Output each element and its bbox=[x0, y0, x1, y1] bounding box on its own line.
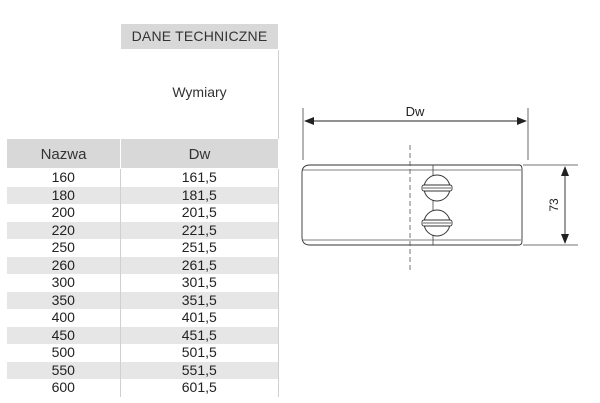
table-row: 450 451,5 bbox=[7, 326, 279, 344]
cell-dw: 501,5 bbox=[119, 344, 279, 362]
column-header-dw: Dw bbox=[121, 139, 278, 168]
cell-dw: 301,5 bbox=[119, 274, 279, 292]
cell-dw: 221,5 bbox=[119, 221, 279, 239]
cell-dw: 451,5 bbox=[119, 326, 279, 344]
cell-name: 200 bbox=[51, 204, 75, 220]
height-dimension-label: 73 bbox=[547, 198, 561, 212]
cell-dw: 181,5 bbox=[119, 186, 279, 204]
cell-dw: 261,5 bbox=[119, 256, 279, 274]
cell-dw: 401,5 bbox=[119, 309, 279, 327]
table-body: 160 161,5 180 181,5 200 201,5 220 221,5 250 251,5… bbox=[7, 169, 279, 397]
cell-name: 400 bbox=[51, 309, 75, 325]
table-row: 250 251,5 bbox=[7, 239, 279, 257]
dimensions-group-label: Wymiary bbox=[172, 84, 227, 100]
upper-screw-icon bbox=[421, 174, 453, 202]
dimensions-group-cell: Wymiary bbox=[121, 50, 279, 139]
cell-name: 450 bbox=[51, 326, 75, 343]
table-row: 200 201,5 bbox=[7, 204, 279, 222]
cell-name: 500 bbox=[51, 344, 75, 360]
table-row: 180 181,5 bbox=[7, 186, 279, 204]
table-row: 220 221,5 bbox=[7, 221, 279, 239]
connector-body bbox=[301, 164, 523, 246]
cell-name: 550 bbox=[51, 361, 75, 378]
cell-name: 600 bbox=[51, 379, 75, 395]
table-row: 550 551,5 bbox=[7, 361, 279, 379]
cell-dw: 161,5 bbox=[119, 169, 279, 187]
cell-dw: 601,5 bbox=[119, 379, 279, 397]
cell-name: 260 bbox=[51, 256, 75, 273]
section-title: DANE TECHNICZNE bbox=[121, 24, 278, 49]
technical-drawing: Dw 73 bbox=[301, 104, 578, 270]
table-row: 300 301,5 bbox=[7, 274, 279, 292]
cell-dw: 351,5 bbox=[119, 291, 279, 309]
table-row: 160 161,5 bbox=[7, 169, 279, 187]
table-row: 500 501,5 bbox=[7, 344, 279, 362]
cell-dw: 201,5 bbox=[119, 204, 279, 222]
table-row: 350 351,5 bbox=[7, 291, 279, 309]
cell-name: 250 bbox=[51, 239, 75, 255]
cell-name: 180 bbox=[51, 186, 75, 203]
cell-dw: 251,5 bbox=[119, 239, 279, 257]
table-row: 260 261,5 bbox=[7, 256, 279, 274]
table-row: 600 601,5 bbox=[7, 379, 279, 397]
cell-dw: 551,5 bbox=[119, 361, 279, 379]
column-header-name: Nazwa bbox=[7, 139, 120, 168]
table-row: 400 401,5 bbox=[7, 309, 279, 327]
cell-name: 220 bbox=[51, 221, 75, 238]
width-dimension-label: Dw bbox=[406, 104, 425, 119]
lower-screw-icon bbox=[421, 209, 453, 237]
cell-name: 160 bbox=[51, 169, 75, 185]
technical-data-table: DANE TECHNICZNE Wymiary Nazwa Dw 160 161,… bbox=[0, 0, 280, 403]
cell-name: 300 bbox=[51, 274, 75, 290]
cell-name: 350 bbox=[51, 291, 75, 308]
